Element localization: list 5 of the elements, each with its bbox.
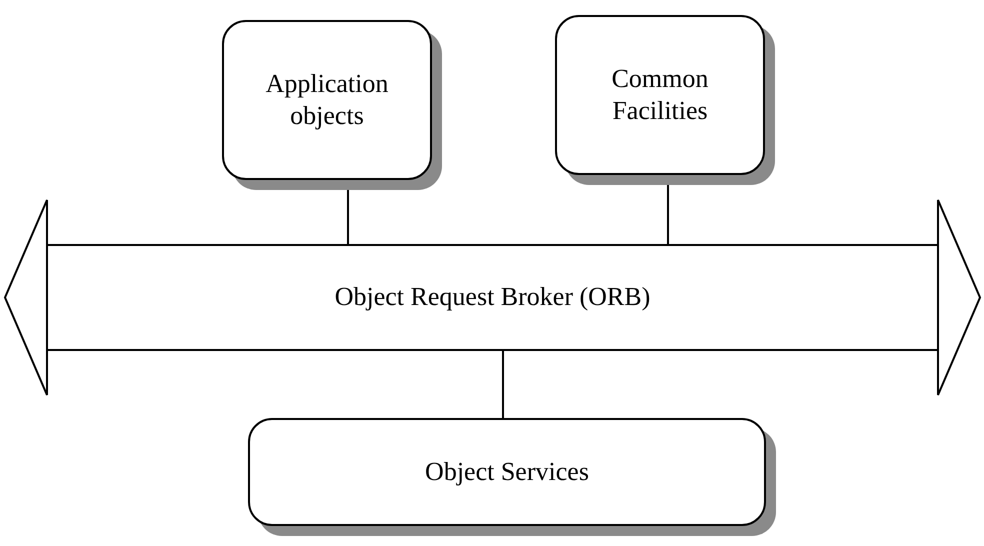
node-label: Common Facilities [612, 64, 708, 125]
node-label: Object Services [425, 456, 589, 486]
node-label: Application objects [266, 68, 388, 130]
node-label: Object Request Broker (ORB) [334, 281, 650, 314]
connector-line [502, 350, 504, 418]
